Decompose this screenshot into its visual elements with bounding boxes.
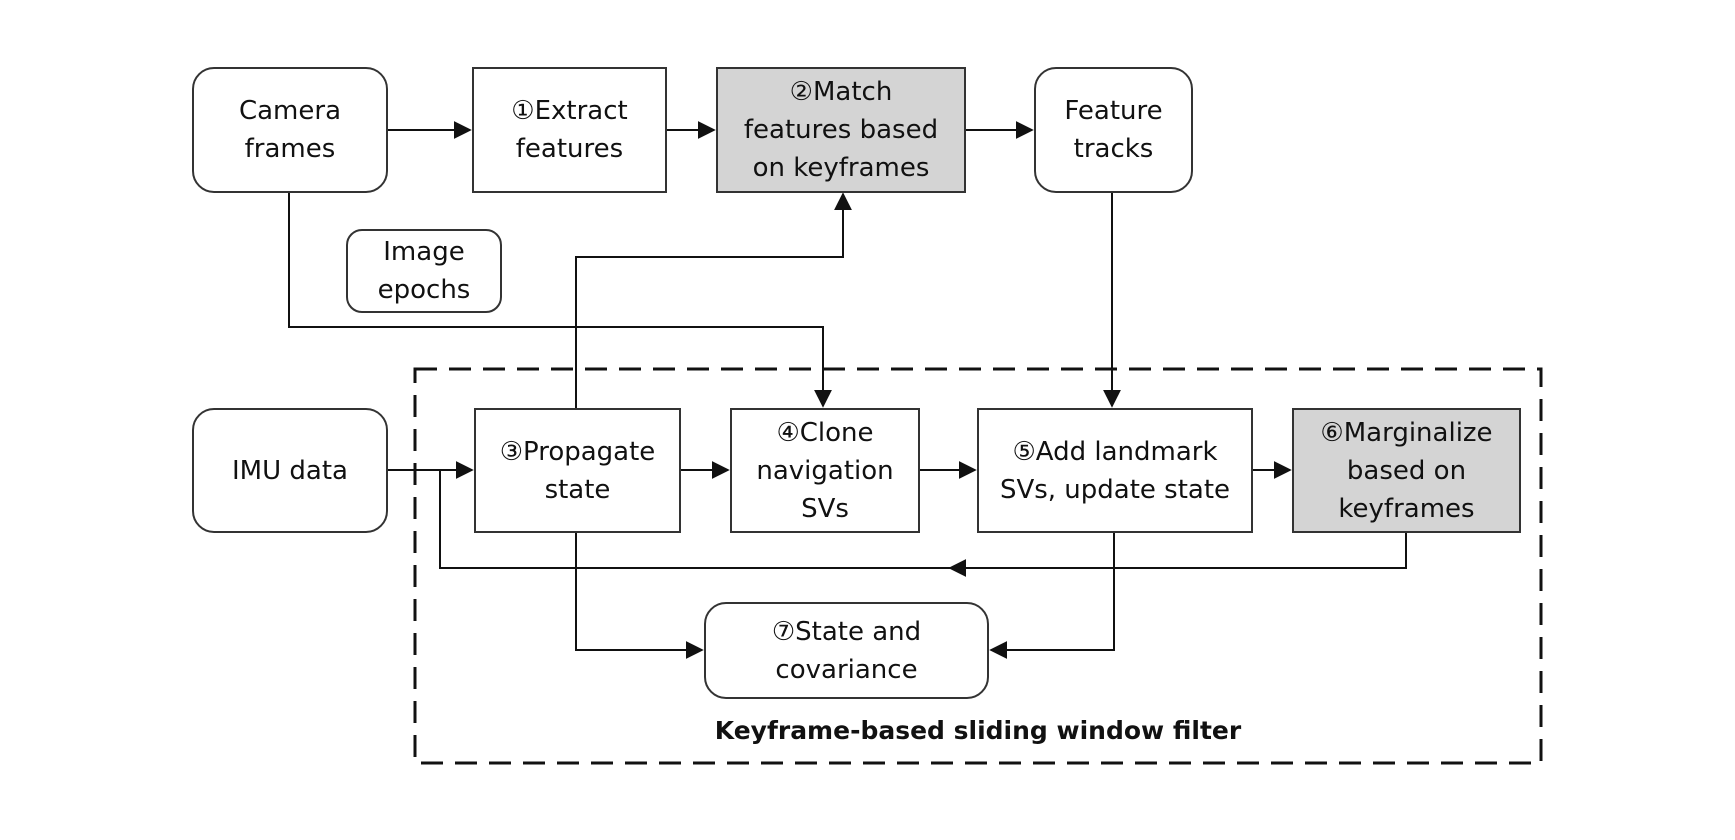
match-features-node: ②Match features based on keyframes — [716, 67, 966, 193]
arrow-propagate-to-match — [575, 192, 852, 408]
state-covariance-node: ⑦State and covariance — [704, 602, 989, 699]
arrow-add-landmark-to-state — [989, 533, 1115, 659]
arrow-camera-to-clone — [288, 193, 832, 408]
extract-features-node: ①Extract features — [472, 67, 667, 193]
add-landmark-node: ⑤Add landmark SVs, update state — [977, 408, 1253, 533]
feature-tracks-node: Feature tracks — [1034, 67, 1193, 193]
camera-frames-node: Camera frames — [192, 67, 388, 193]
filter-boundary — [413, 367, 1543, 765]
filter-title: Keyframe-based sliding window filter — [714, 716, 1242, 745]
imu-data-node: IMU data — [192, 408, 388, 533]
feedback-loop — [439, 469, 1407, 569]
propagate-state-node: ③Propagate state — [474, 408, 681, 533]
marginalize-node: ⑥Marginalize based on keyframes — [1292, 408, 1521, 533]
image-epochs-node: Image epochs — [346, 229, 502, 313]
arrow-propagate-to-state — [575, 533, 704, 659]
clone-navigation-node: ④Clone navigation SVs — [730, 408, 920, 533]
